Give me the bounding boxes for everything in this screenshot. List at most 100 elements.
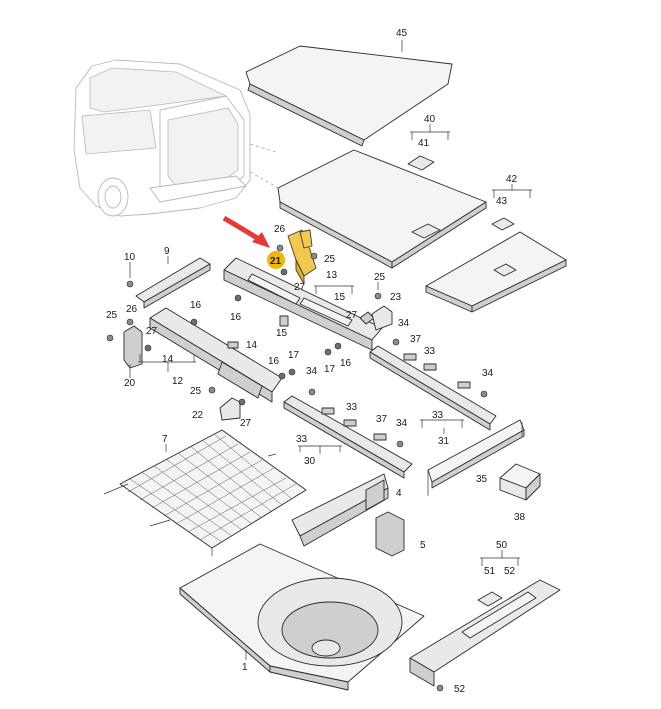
dashed-leader bbox=[249, 171, 283, 191]
label-31: 31 bbox=[438, 436, 450, 447]
screw-26 bbox=[276, 244, 284, 252]
label-16: 16 bbox=[340, 358, 352, 369]
label-27: 27 bbox=[146, 326, 158, 337]
label-15: 15 bbox=[276, 328, 288, 339]
part-20-bracket bbox=[123, 325, 143, 369]
label-12: 12 bbox=[172, 376, 184, 387]
screw-26 bbox=[126, 318, 134, 326]
label-16: 16 bbox=[268, 356, 280, 367]
label-22: 22 bbox=[192, 410, 204, 421]
clip-33 bbox=[457, 381, 471, 389]
label-10: 10 bbox=[124, 252, 136, 263]
part-9-trim-strip bbox=[135, 257, 211, 309]
clip-27 bbox=[144, 344, 152, 352]
label-42: 42 bbox=[506, 174, 518, 185]
label-14: 14 bbox=[162, 354, 174, 365]
part-1-spare-wheel-well bbox=[179, 543, 425, 691]
label-40: 40 bbox=[424, 114, 436, 125]
label-34: 34 bbox=[396, 418, 408, 429]
label-30: 30 bbox=[304, 456, 316, 467]
clip-17 bbox=[288, 368, 296, 376]
car-outline bbox=[73, 59, 251, 217]
part-35-partition-bar bbox=[427, 419, 525, 496]
screw-25 bbox=[106, 334, 114, 342]
label-21-highlighted: 21 bbox=[270, 256, 282, 267]
clip-33 bbox=[321, 407, 335, 415]
label-37: 37 bbox=[376, 414, 388, 425]
label-52: 52 bbox=[504, 566, 516, 577]
label-33: 33 bbox=[346, 402, 358, 413]
label-16: 16 bbox=[230, 312, 242, 323]
clip-37 bbox=[373, 433, 387, 441]
clip-15 bbox=[279, 315, 289, 327]
clip-17 bbox=[324, 348, 332, 356]
clip-33 bbox=[343, 419, 357, 427]
label-33: 33 bbox=[432, 410, 444, 421]
label-15: 15 bbox=[334, 292, 346, 303]
label-13: 13 bbox=[326, 270, 338, 281]
screw-25 bbox=[310, 252, 318, 260]
clip-16 bbox=[190, 318, 198, 326]
screw-34 bbox=[480, 390, 488, 398]
label-17: 17 bbox=[324, 364, 336, 375]
red-arrow-head bbox=[252, 232, 270, 248]
label-23: 23 bbox=[390, 292, 402, 303]
screw-25 bbox=[208, 386, 216, 394]
label-4: 4 bbox=[396, 488, 402, 499]
label-41: 41 bbox=[418, 138, 430, 149]
label-25: 25 bbox=[190, 386, 202, 397]
part-23-bracket bbox=[371, 305, 393, 331]
label-33: 33 bbox=[424, 346, 436, 357]
label-25: 25 bbox=[106, 310, 118, 321]
label-26: 26 bbox=[126, 304, 138, 315]
label-35: 35 bbox=[476, 474, 488, 485]
label-1: 1 bbox=[242, 662, 248, 673]
screw-25 bbox=[374, 292, 382, 300]
label-26: 26 bbox=[274, 224, 286, 235]
clip-37 bbox=[403, 353, 417, 361]
label-37: 37 bbox=[410, 334, 422, 345]
part-31-rail bbox=[369, 345, 497, 431]
label-5: 5 bbox=[420, 540, 426, 551]
label-17: 17 bbox=[288, 350, 300, 361]
label-38: 38 bbox=[514, 512, 526, 523]
label-50: 50 bbox=[496, 540, 508, 551]
screw-52 bbox=[436, 684, 444, 692]
part-38-box bbox=[499, 463, 541, 501]
highlight-badge bbox=[267, 251, 285, 269]
part-30-rail bbox=[283, 395, 413, 479]
label-9: 9 bbox=[164, 246, 170, 257]
part-5-pad bbox=[375, 511, 405, 557]
clip-33 bbox=[423, 363, 437, 371]
clip-27 bbox=[280, 268, 288, 276]
dashed-leader bbox=[249, 143, 277, 153]
label-27: 27 bbox=[240, 418, 252, 429]
label-34: 34 bbox=[306, 366, 318, 377]
leader-lines bbox=[129, 40, 532, 660]
part-4-side-panel bbox=[291, 473, 389, 547]
clip-14 bbox=[227, 341, 239, 349]
label-34: 34 bbox=[398, 318, 410, 329]
label-33: 33 bbox=[296, 434, 308, 445]
label-27: 27 bbox=[294, 282, 306, 293]
label-43: 43 bbox=[496, 196, 508, 207]
label-25: 25 bbox=[374, 272, 386, 283]
clip-16 bbox=[278, 372, 286, 380]
part-7-cargo-net bbox=[103, 429, 307, 556]
screw-34 bbox=[392, 338, 400, 346]
clip-16 bbox=[334, 342, 342, 350]
screw-10 bbox=[126, 280, 134, 288]
part-50-sill-cover bbox=[409, 579, 561, 687]
clip-16 bbox=[234, 294, 242, 302]
label-7: 7 bbox=[162, 434, 168, 445]
label-34: 34 bbox=[482, 368, 494, 379]
label-27: 27 bbox=[346, 310, 358, 321]
label-51: 51 bbox=[484, 566, 496, 577]
label-14: 14 bbox=[246, 340, 258, 351]
part-42-floor-panel bbox=[425, 217, 567, 313]
label-16: 16 bbox=[190, 300, 202, 311]
callout-labels: 4 5 40 41 42 43 26 21 25 27 9 10 13 15 25… bbox=[106, 28, 526, 695]
part-22-bracket bbox=[219, 397, 241, 421]
clip-27 bbox=[238, 398, 246, 406]
